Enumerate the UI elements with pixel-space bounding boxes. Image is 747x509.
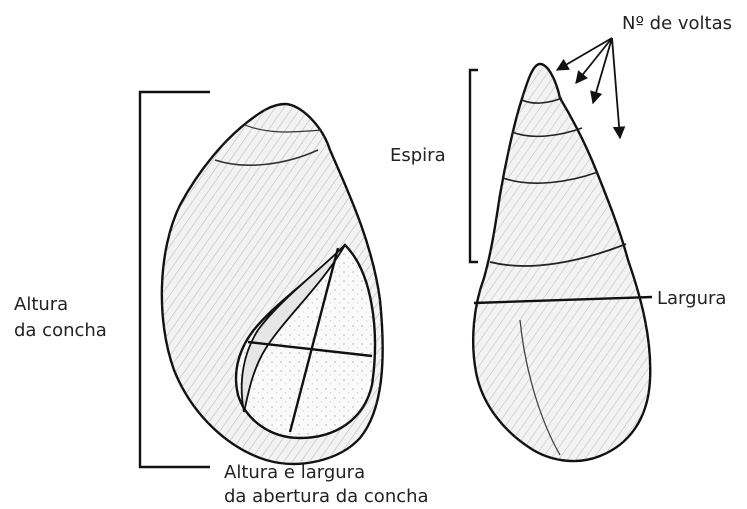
turns-arrow-2 bbox=[576, 38, 612, 83]
spire-bracket bbox=[470, 70, 478, 262]
aperture-label-line2: da abertura da concha bbox=[224, 485, 429, 509]
shell-height-label-line2: da concha bbox=[14, 319, 107, 343]
spire-label: Espira bbox=[390, 144, 446, 168]
shell-height-label-line1: Altura bbox=[14, 293, 68, 317]
turns-arrow-4 bbox=[612, 38, 620, 138]
aperture-label-line1: Altura e largura bbox=[224, 461, 365, 485]
left-shell bbox=[162, 104, 383, 464]
width-label: Largura bbox=[657, 287, 726, 311]
turns-label: Nº de voltas bbox=[622, 12, 732, 36]
right-shell bbox=[473, 64, 652, 461]
